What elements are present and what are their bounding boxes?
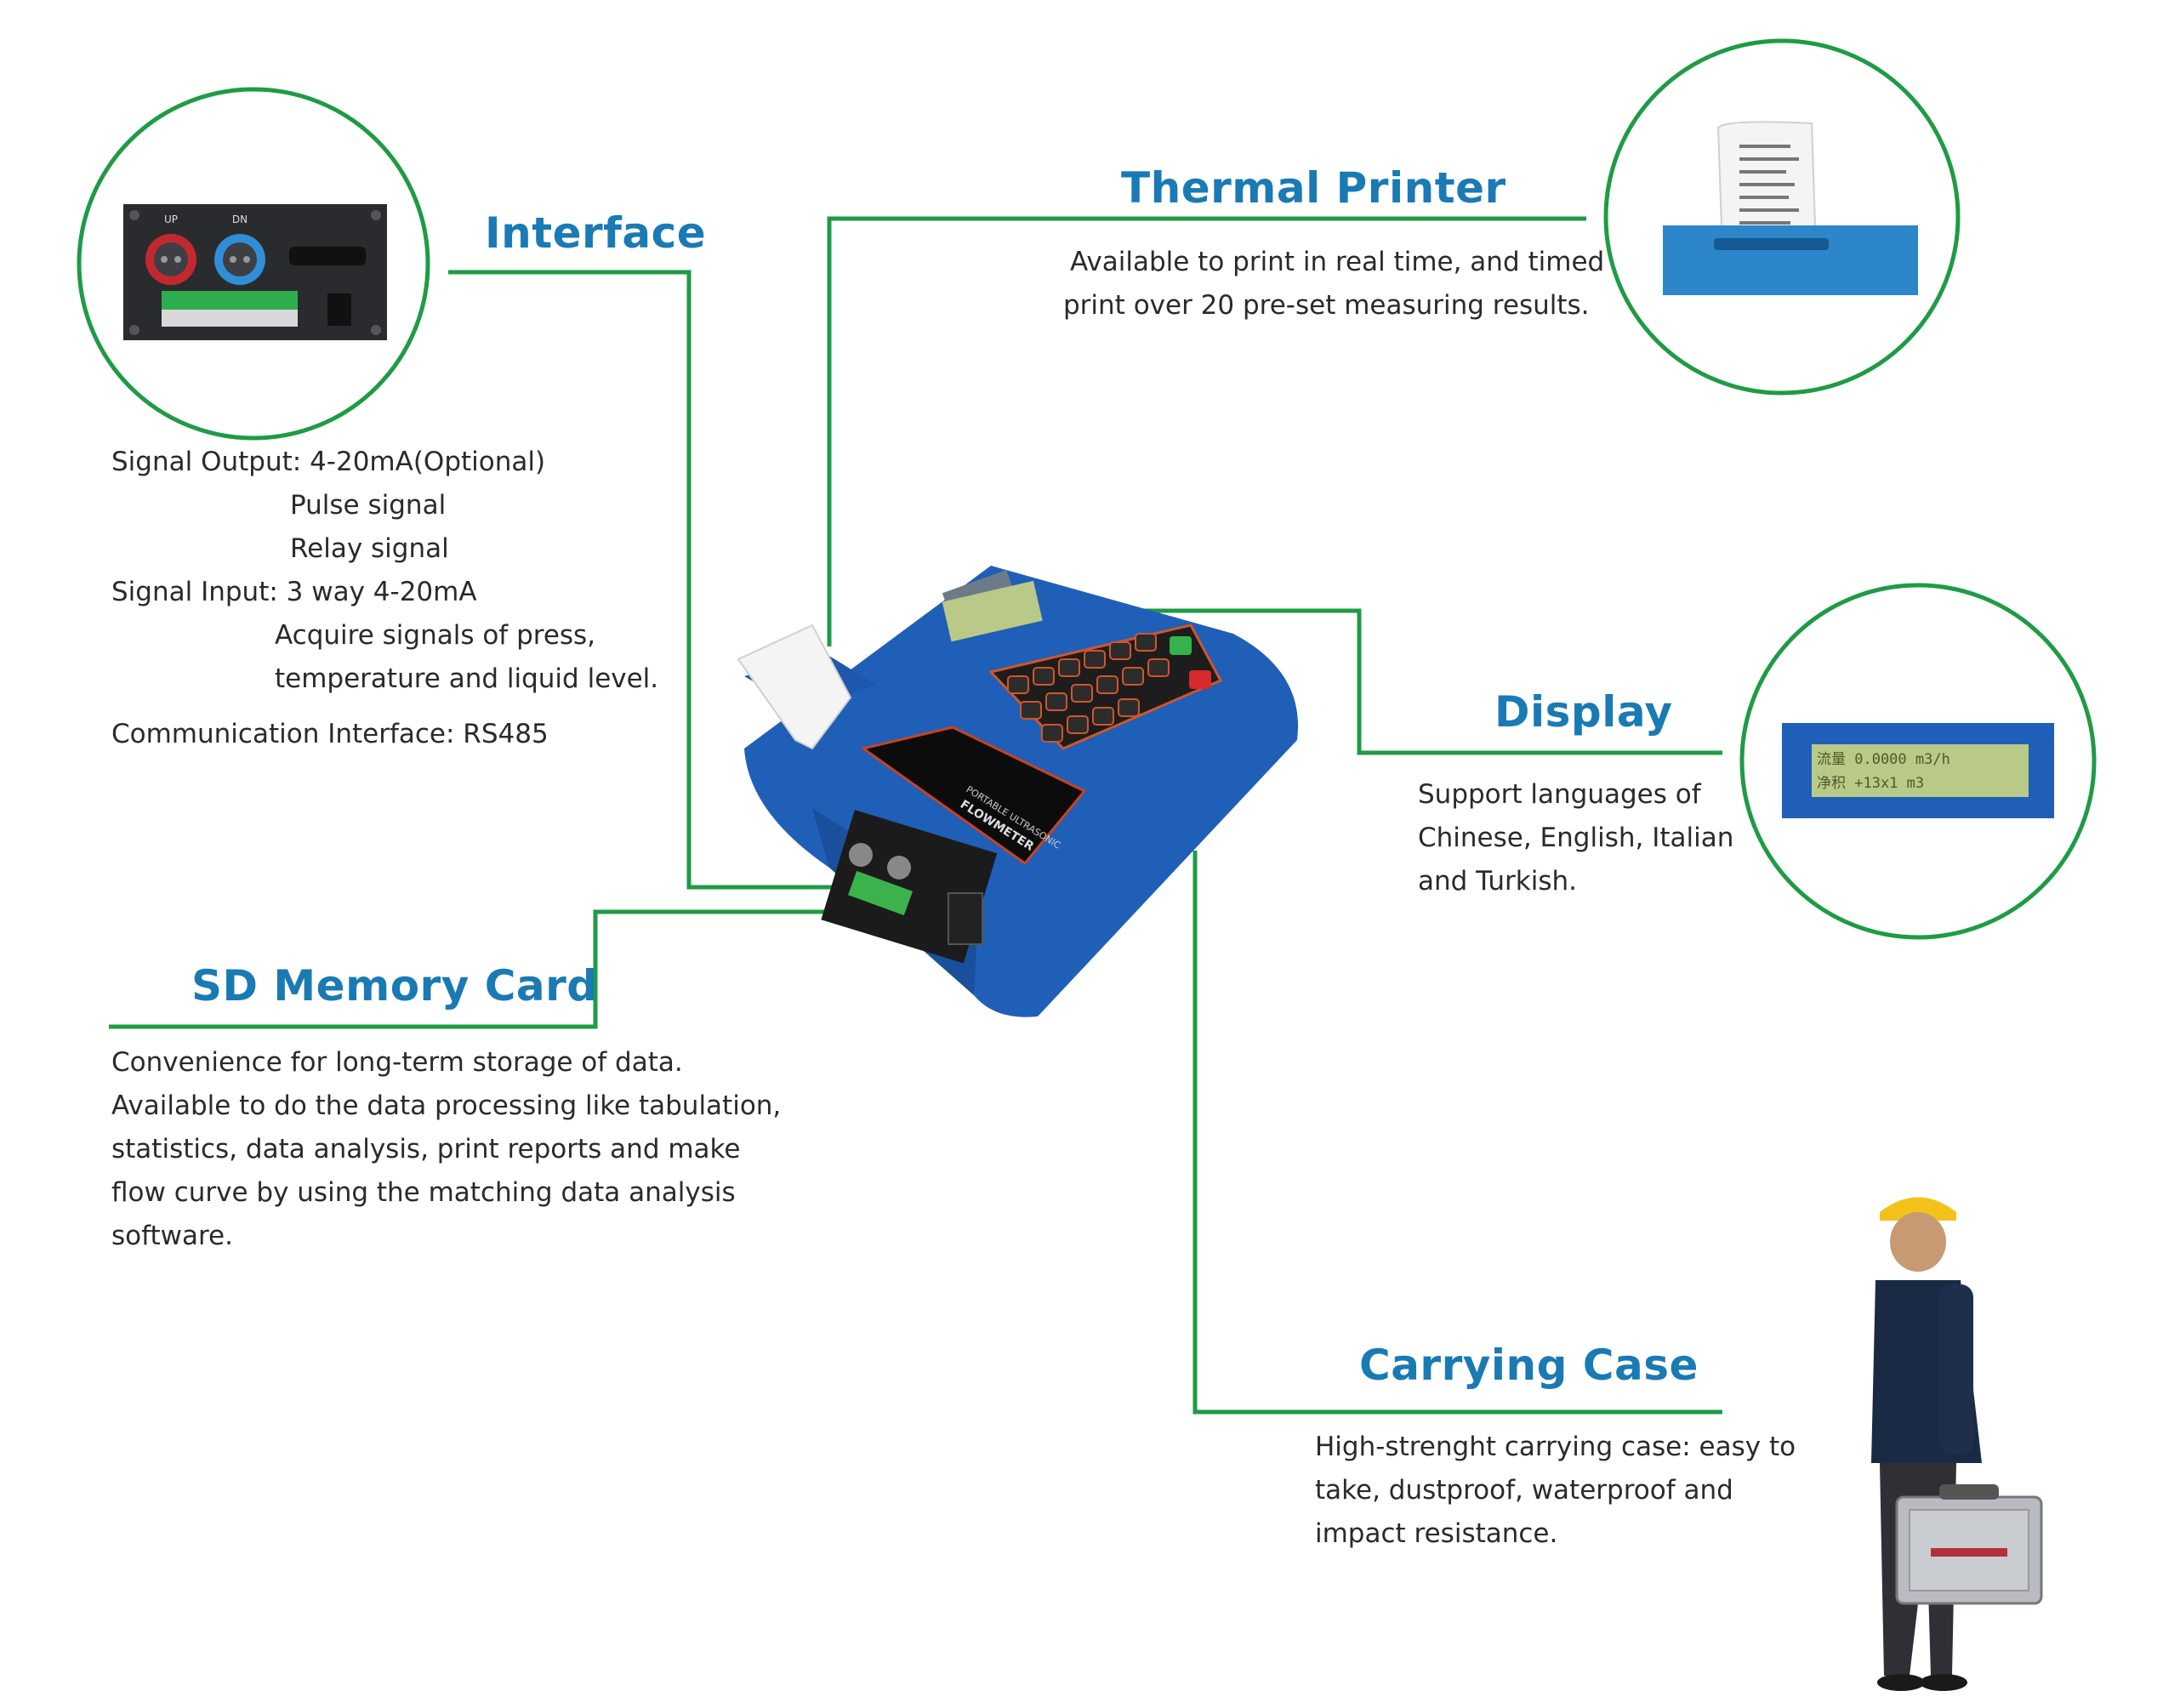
lcd-row-2: 净积 +13x1 m3 <box>1817 775 1924 792</box>
carrying-case-line-1: High-strenght carrying case: easy to <box>1315 1432 1796 1462</box>
display-title: Display <box>1494 687 1673 737</box>
thermal-printer-description: Available to print in real time, and tim… <box>1063 241 1604 327</box>
interface-description: Signal Output: 4-20mA(Optional) Pulse si… <box>111 441 658 756</box>
signal-output-label: Signal Output: <box>111 447 302 477</box>
thermal-printer-connector <box>827 216 1586 646</box>
interface-closeup: UP DN <box>77 87 430 441</box>
carrying-case-connector <box>1192 851 1722 1415</box>
sd-card-description: Convenience for long-term storage of dat… <box>111 1041 781 1258</box>
display-line-2: Chinese, English, Italian <box>1418 823 1734 853</box>
lcd-row-1: 流量 0.0000 m3/h <box>1817 751 1950 768</box>
thermal-printer-line-1: Available to print in real time, and tim… <box>1070 247 1605 277</box>
port-dn-label: DN <box>232 214 248 225</box>
thermal-printer-line-2: print over 20 pre-set measuring results. <box>1063 290 1590 321</box>
communication-interface: Communication Interface: RS485 <box>111 719 549 749</box>
display-line-3: and Turkish. <box>1418 866 1578 897</box>
signal-output-row: Signal Output: 4-20mA(Optional) <box>111 441 658 484</box>
signal-output-value-3: Relay signal <box>290 533 449 564</box>
signal-input-value-3: temperature and liquid level. <box>275 663 659 694</box>
thermal-printer-closeup <box>1603 38 1961 396</box>
sd-card-connector <box>109 909 914 1029</box>
thermal-printer-title: Thermal Printer <box>1121 163 1506 213</box>
worker-with-case <box>1871 1197 2043 1691</box>
signal-input-value-2: Acquire signals of press, <box>275 620 596 651</box>
carrying-case-line-3: impact resistance. <box>1315 1518 1558 1549</box>
sd-card-line-4: flow curve by using the matching data an… <box>111 1177 736 1208</box>
signal-input-value-1: 3 way 4-20mA <box>286 577 477 607</box>
carrying-case-title: Carrying Case <box>1359 1341 1699 1390</box>
interface-title: Interface <box>485 208 707 258</box>
display-connector <box>1033 608 1722 755</box>
sd-card-line-1: Convenience for long-term storage of dat… <box>111 1047 683 1078</box>
sd-card-line-3: statistics, data analysis, print reports… <box>111 1134 741 1164</box>
connector-lines <box>109 216 1722 1415</box>
port-up-label: UP <box>164 214 178 225</box>
interface-connector <box>448 270 851 890</box>
flowmeter-device: PORTABLE ULTRASONIC FLOWMETER <box>737 566 1299 1017</box>
keypad <box>988 623 1223 750</box>
signal-output-value-1: 4-20mA(Optional) <box>310 447 546 477</box>
display-closeup: 流量 0.0000 m3/h 净积 +13x1 m3 <box>1739 583 2097 940</box>
display-description: Support languages of Chinese, English, I… <box>1418 773 1733 903</box>
signal-output-value-2: Pulse signal <box>290 490 447 521</box>
sd-card-line-5: software. <box>111 1221 233 1251</box>
sd-card-title: SD Memory Card <box>191 961 598 1011</box>
signal-input-row: Signal Input: 3 way 4-20mA <box>111 571 658 614</box>
display-line-1: Support languages of <box>1418 779 1701 810</box>
carrying-case-description: High-strenght carrying case: easy to tak… <box>1315 1426 1796 1556</box>
carrying-case-line-2: take, dustproof, waterproof and <box>1315 1475 1733 1506</box>
signal-input-label: Signal Input: <box>111 577 278 607</box>
sd-card-line-2: Available to do the data processing like… <box>111 1090 782 1121</box>
